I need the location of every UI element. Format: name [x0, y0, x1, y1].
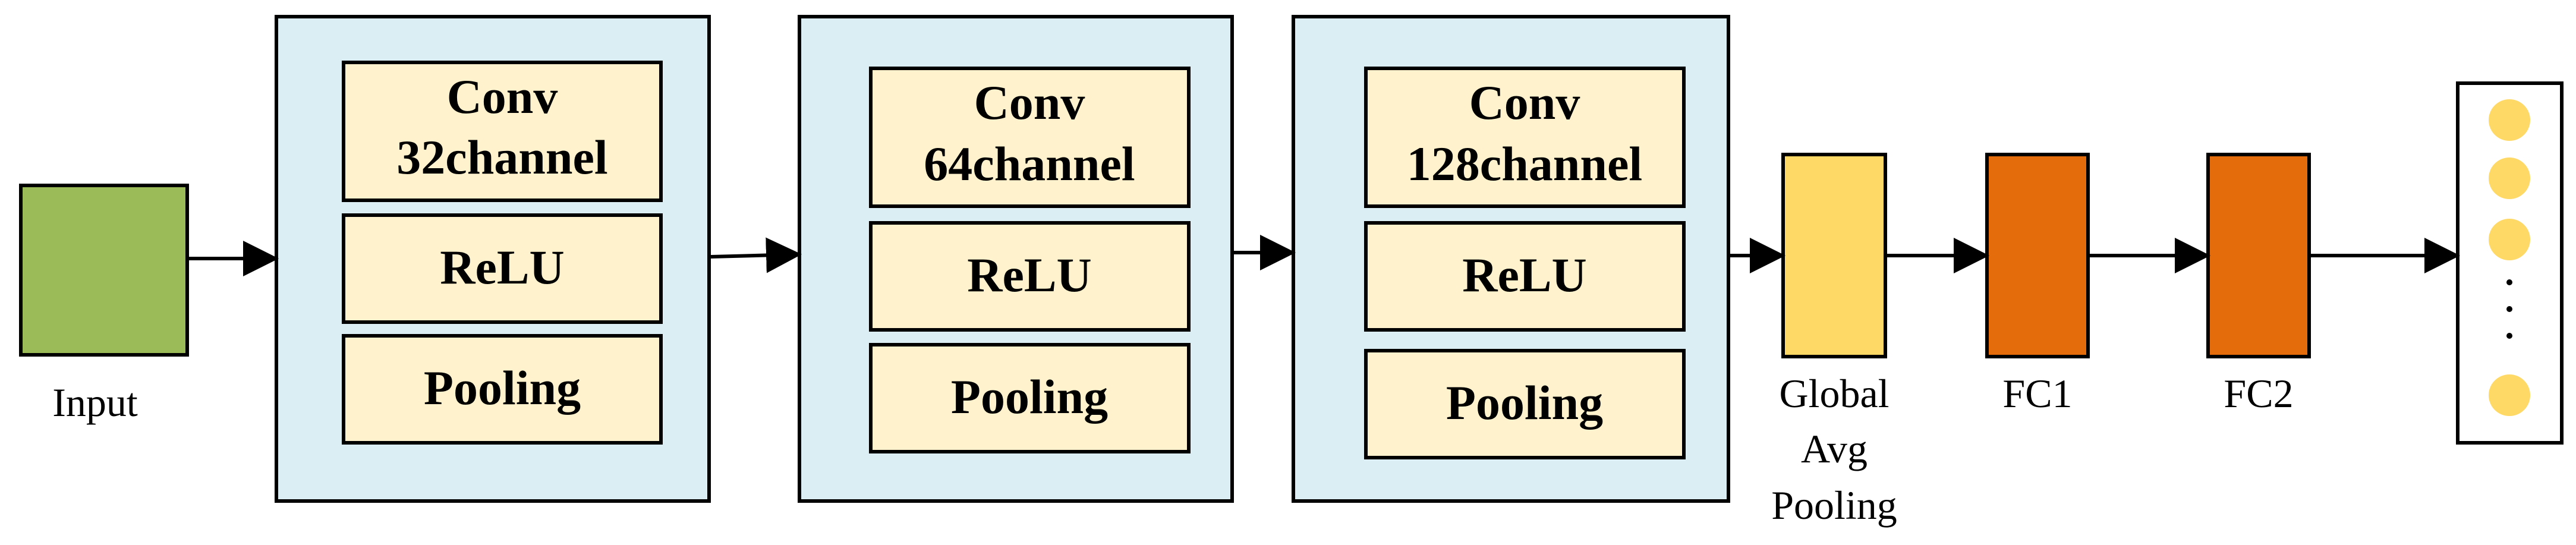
conv-block-2: Conv 64channel ReLU Pooling [798, 15, 1234, 503]
conv-block-3: Conv 128channel ReLU Pooling [1292, 15, 1730, 503]
pooling-layer-1 [342, 334, 663, 445]
channels-label-3: 128channel [1407, 137, 1642, 191]
pooling-layer-3 [1364, 349, 1686, 459]
output-node [2489, 219, 2530, 260]
ellipsis-dot [2506, 279, 2512, 285]
conv-block-1: Conv 32channel ReLU Pooling [275, 15, 711, 503]
relu-label-3: ReLU [1462, 248, 1587, 302]
relu-layer-3 [1364, 221, 1686, 332]
conv-layer-2 [869, 67, 1191, 208]
output-node [2489, 99, 2530, 141]
output-node [2489, 157, 2530, 199]
channels-label-2: 64channel [924, 137, 1135, 191]
relu-layer-1 [342, 213, 663, 324]
gap-label-line1: Global [1779, 371, 1889, 416]
ellipsis-dot [2506, 306, 2512, 312]
conv-layer-1 [342, 61, 663, 202]
pooling-label-3: Pooling [1446, 376, 1603, 430]
channels-label-1: 32channel [396, 130, 607, 184]
pooling-label-1: Pooling [424, 361, 581, 415]
relu-layer-2 [869, 221, 1191, 332]
output-layer [2456, 81, 2564, 445]
arrow-block1-to-block2 [710, 237, 802, 273]
conv-layer-3 [1364, 67, 1686, 208]
conv-label-2: Conv [974, 75, 1085, 130]
input-box [19, 184, 189, 357]
conv-label-3: Conv [1469, 75, 1580, 130]
relu-label-2: ReLU [967, 248, 1092, 302]
conv-label-1: Conv [447, 70, 558, 124]
pooling-layer-2 [869, 343, 1191, 453]
gap-label-line3: Pooling [1771, 483, 1897, 528]
fc1-label: FC1 [2002, 371, 2072, 416]
output-node [2489, 374, 2530, 416]
pooling-label-2: Pooling [951, 370, 1108, 424]
global-avg-pooling-box [1781, 153, 1887, 358]
ellipsis-dot [2506, 333, 2512, 339]
gap-label-line2: Avg [1801, 426, 1868, 471]
fc2-label: FC2 [2224, 371, 2293, 416]
relu-label-1: ReLU [440, 240, 565, 294]
fc1-box [1985, 153, 2090, 358]
fc2-box [2206, 153, 2311, 358]
input-label: Input [52, 380, 138, 425]
